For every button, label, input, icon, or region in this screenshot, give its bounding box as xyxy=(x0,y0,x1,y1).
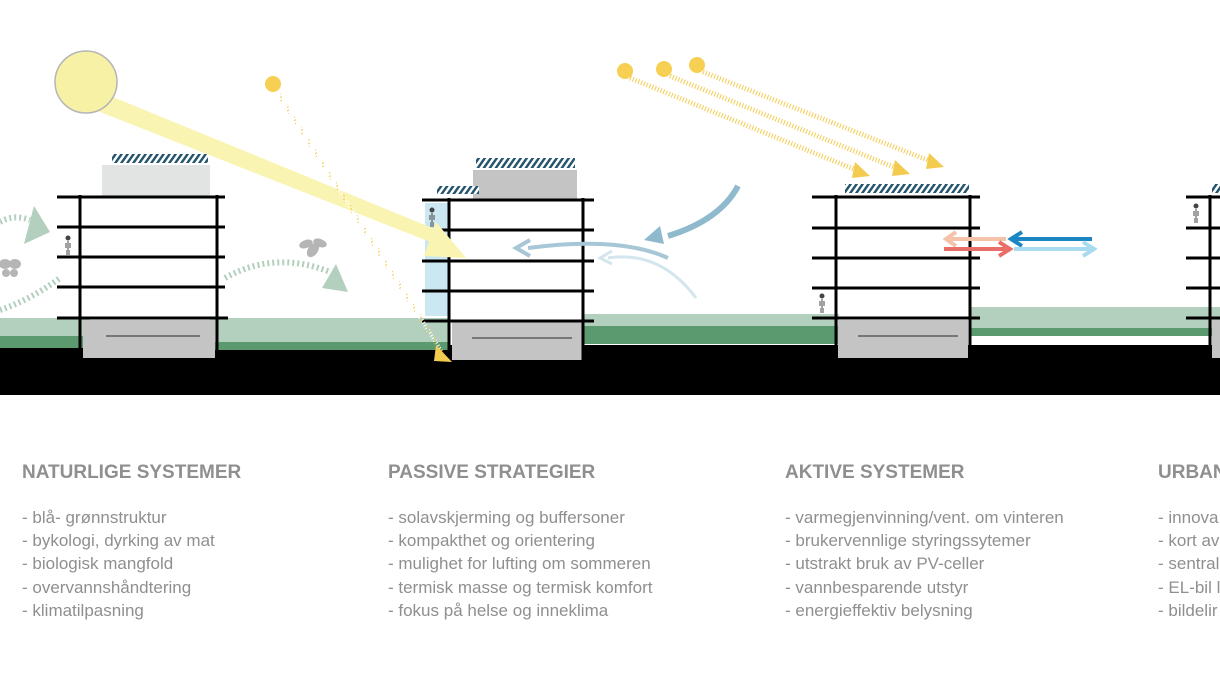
ecology-arrows xyxy=(0,206,348,313)
grass-right-dark xyxy=(970,328,1220,336)
list-item: - blå- grønnstruktur xyxy=(22,508,167,527)
list-item: - EL-bil l xyxy=(1158,577,1220,597)
sun-dot-icon xyxy=(656,61,672,77)
list-item: - solavskjerming og buffersoner xyxy=(388,508,625,527)
sun-ray-main xyxy=(95,95,442,245)
list-item: - sentral xyxy=(1158,554,1220,574)
list-item: - klimatilpasning xyxy=(22,600,144,620)
solar-panel-icon xyxy=(476,158,575,168)
section-urban: URBAN - innova - kort av - sentral - EL-… xyxy=(1158,462,1220,622)
person-icon xyxy=(429,207,435,227)
building-urban xyxy=(1186,184,1220,360)
person-icon xyxy=(1193,203,1199,223)
list-item: - kompakthet og orientering xyxy=(388,531,595,551)
solar-panel-icon xyxy=(437,186,479,194)
person-icon xyxy=(65,235,71,255)
section-list: - varmegjenvinning/vent. om vinteren - b… xyxy=(785,506,1064,622)
building-active xyxy=(812,184,980,360)
sustainability-section-diagram xyxy=(0,50,1220,395)
wind-arrow-icon xyxy=(24,206,50,244)
grass-right-light xyxy=(970,307,1220,329)
basement xyxy=(83,320,215,358)
building-natural xyxy=(57,154,228,360)
ventilation-arrows xyxy=(511,184,741,299)
person-icon xyxy=(819,293,825,313)
bee-icon xyxy=(299,238,327,258)
grass-mid2-light xyxy=(583,314,839,328)
wind-arrow-icon xyxy=(667,184,741,239)
sun-dot-icon xyxy=(265,76,281,92)
wind-arrow-icon xyxy=(322,264,348,292)
list-item: - varmegjenvinning/vent. om vinteren xyxy=(785,508,1064,527)
grass-mid1-light xyxy=(210,318,450,344)
rooftop-box xyxy=(473,170,577,200)
sun-icon xyxy=(54,50,118,114)
list-item: - biologisk mangfold xyxy=(22,554,174,574)
section-passive-strategies: PASSIVE STRATEGIER - solavskjerming og b… xyxy=(388,462,653,622)
list-item: - energieffektiv belysning xyxy=(785,600,973,620)
section-title: URBAN xyxy=(1158,462,1220,483)
landscape xyxy=(0,307,1220,395)
list-item: - bildelir xyxy=(1158,600,1218,620)
list-item: - termisk masse og termisk komfort xyxy=(388,577,653,597)
wind-arrow-icon xyxy=(607,255,698,299)
solar-panel-icon xyxy=(845,184,969,193)
rooftop-box xyxy=(102,165,210,198)
list-item: - brukervennlige styringssytemer xyxy=(785,531,1031,551)
list-item: - fokus på helse og inneklima xyxy=(388,600,609,620)
wind-arrow-icon xyxy=(527,241,669,260)
solar-panel-icon xyxy=(1212,184,1220,193)
list-item: - bykologi, dyrking av mat xyxy=(22,531,215,551)
section-title: AKTIVE SYSTEMER xyxy=(785,462,965,483)
list-item: - utstrakt bruk av PV-celler xyxy=(785,554,985,574)
sun-rays xyxy=(54,50,944,362)
building-passive xyxy=(422,158,594,362)
section-title: PASSIVE STRATEGIER xyxy=(388,462,596,483)
sun-dot-icon xyxy=(689,57,705,73)
grass-mid2-dark xyxy=(583,326,839,344)
basement xyxy=(452,322,582,360)
section-natural-systems: NATURLIGE SYSTEMER - blå- grønnstruktur … xyxy=(22,462,241,622)
sun-dot-icon xyxy=(617,63,633,79)
list-item: - innova xyxy=(1158,508,1219,527)
grass-mid1-dark xyxy=(210,342,450,350)
heat-exchange-arrows-icon xyxy=(942,230,1098,258)
basement xyxy=(838,320,968,358)
grass-left-light xyxy=(0,318,90,340)
section-list: - blå- grønnstruktur - bykologi, dyrking… xyxy=(22,506,241,622)
basement xyxy=(1212,320,1220,358)
section-title: NATURLIGE SYSTEMER xyxy=(22,462,242,483)
sun-ray-arrowhead xyxy=(424,222,466,258)
grass-left-dark xyxy=(0,336,90,348)
section-list: - innova - kort av - sentral - EL-bil l … xyxy=(1158,506,1220,622)
section-list: - solavskjerming og buffersoner - kompak… xyxy=(388,506,653,622)
section-active-systems: AKTIVE SYSTEMER - varmegjenvinning/vent.… xyxy=(785,462,1064,622)
list-item: - vannbesparende utstyr xyxy=(785,577,969,597)
list-item: - overvannshåndtering xyxy=(22,577,192,597)
solar-panel-icon xyxy=(112,154,208,163)
butterfly-icon xyxy=(0,259,21,277)
list-item: - mulighet for lufting om sommeren xyxy=(388,554,651,574)
list-item: - kort av xyxy=(1158,531,1220,551)
